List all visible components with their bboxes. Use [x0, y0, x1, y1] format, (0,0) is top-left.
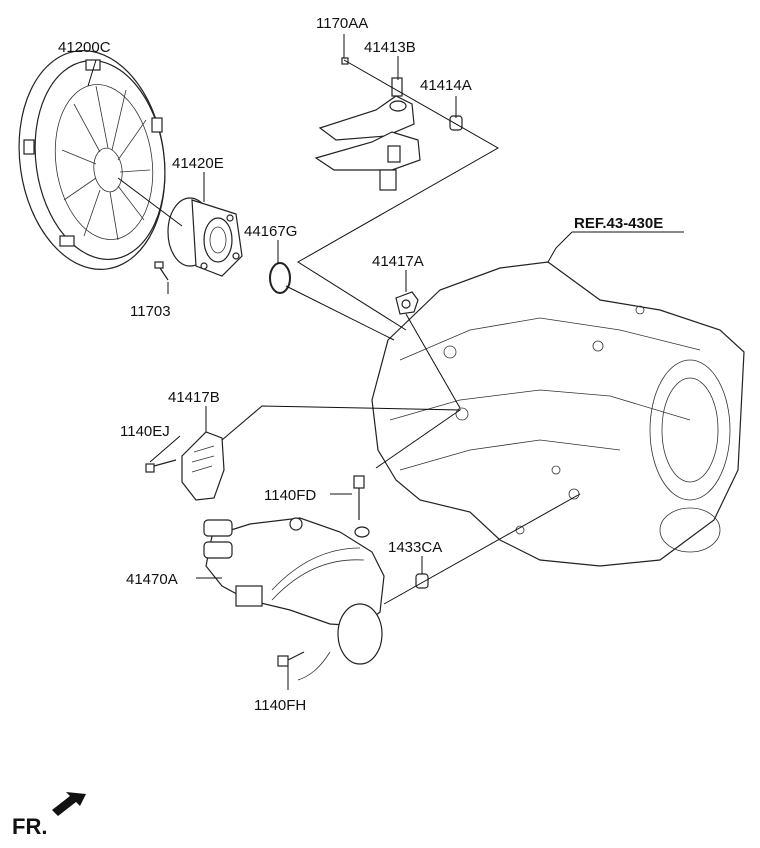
bolt-1140fd-drawing: [353, 475, 370, 538]
label-41413b[interactable]: 41413B: [364, 39, 416, 56]
front-arrow-icon: [52, 792, 86, 816]
label-41420e[interactable]: 41420E: [172, 155, 224, 172]
label-1140fh[interactable]: 1140FH: [254, 697, 306, 714]
actuator-drawing: [203, 517, 385, 681]
label-44167g[interactable]: 44167G: [244, 223, 297, 240]
bolt-1140ej-drawing: [145, 459, 177, 473]
label-41417a[interactable]: 41417A: [372, 253, 424, 270]
label-41470a[interactable]: 41470A: [126, 571, 178, 588]
label-41417b[interactable]: 41417B: [168, 389, 220, 406]
front-marker-label: FR.: [12, 814, 47, 839]
bolt-1140fh-drawing: [277, 651, 305, 667]
snap-ring-drawing: [269, 262, 291, 294]
clutch-cover-drawing: [18, 50, 166, 270]
dowel-drawing: [415, 573, 429, 589]
reference-label[interactable]: REF.43-430E: [574, 215, 663, 232]
label-1140fd[interactable]: 1140FD: [264, 487, 316, 504]
label-41200c[interactable]: 41200C: [58, 39, 111, 56]
boot-drawing: [395, 291, 419, 315]
label-1170aa[interactable]: 1170AA: [316, 15, 368, 32]
label-1433ca[interactable]: 1433CA: [388, 539, 442, 556]
transaxle-case-drawing: [371, 261, 745, 567]
label-11703[interactable]: 11703: [130, 303, 171, 320]
leader-lines: [87, 34, 684, 690]
bolt-11703-drawing: [154, 261, 169, 281]
release-fork-drawing: [314, 57, 463, 191]
release-bearing-drawing: [167, 197, 243, 277]
label-1140ej[interactable]: 1140EJ: [120, 423, 170, 440]
bracket-drawing: [181, 431, 225, 501]
label-41414a[interactable]: 41414A: [420, 77, 472, 94]
